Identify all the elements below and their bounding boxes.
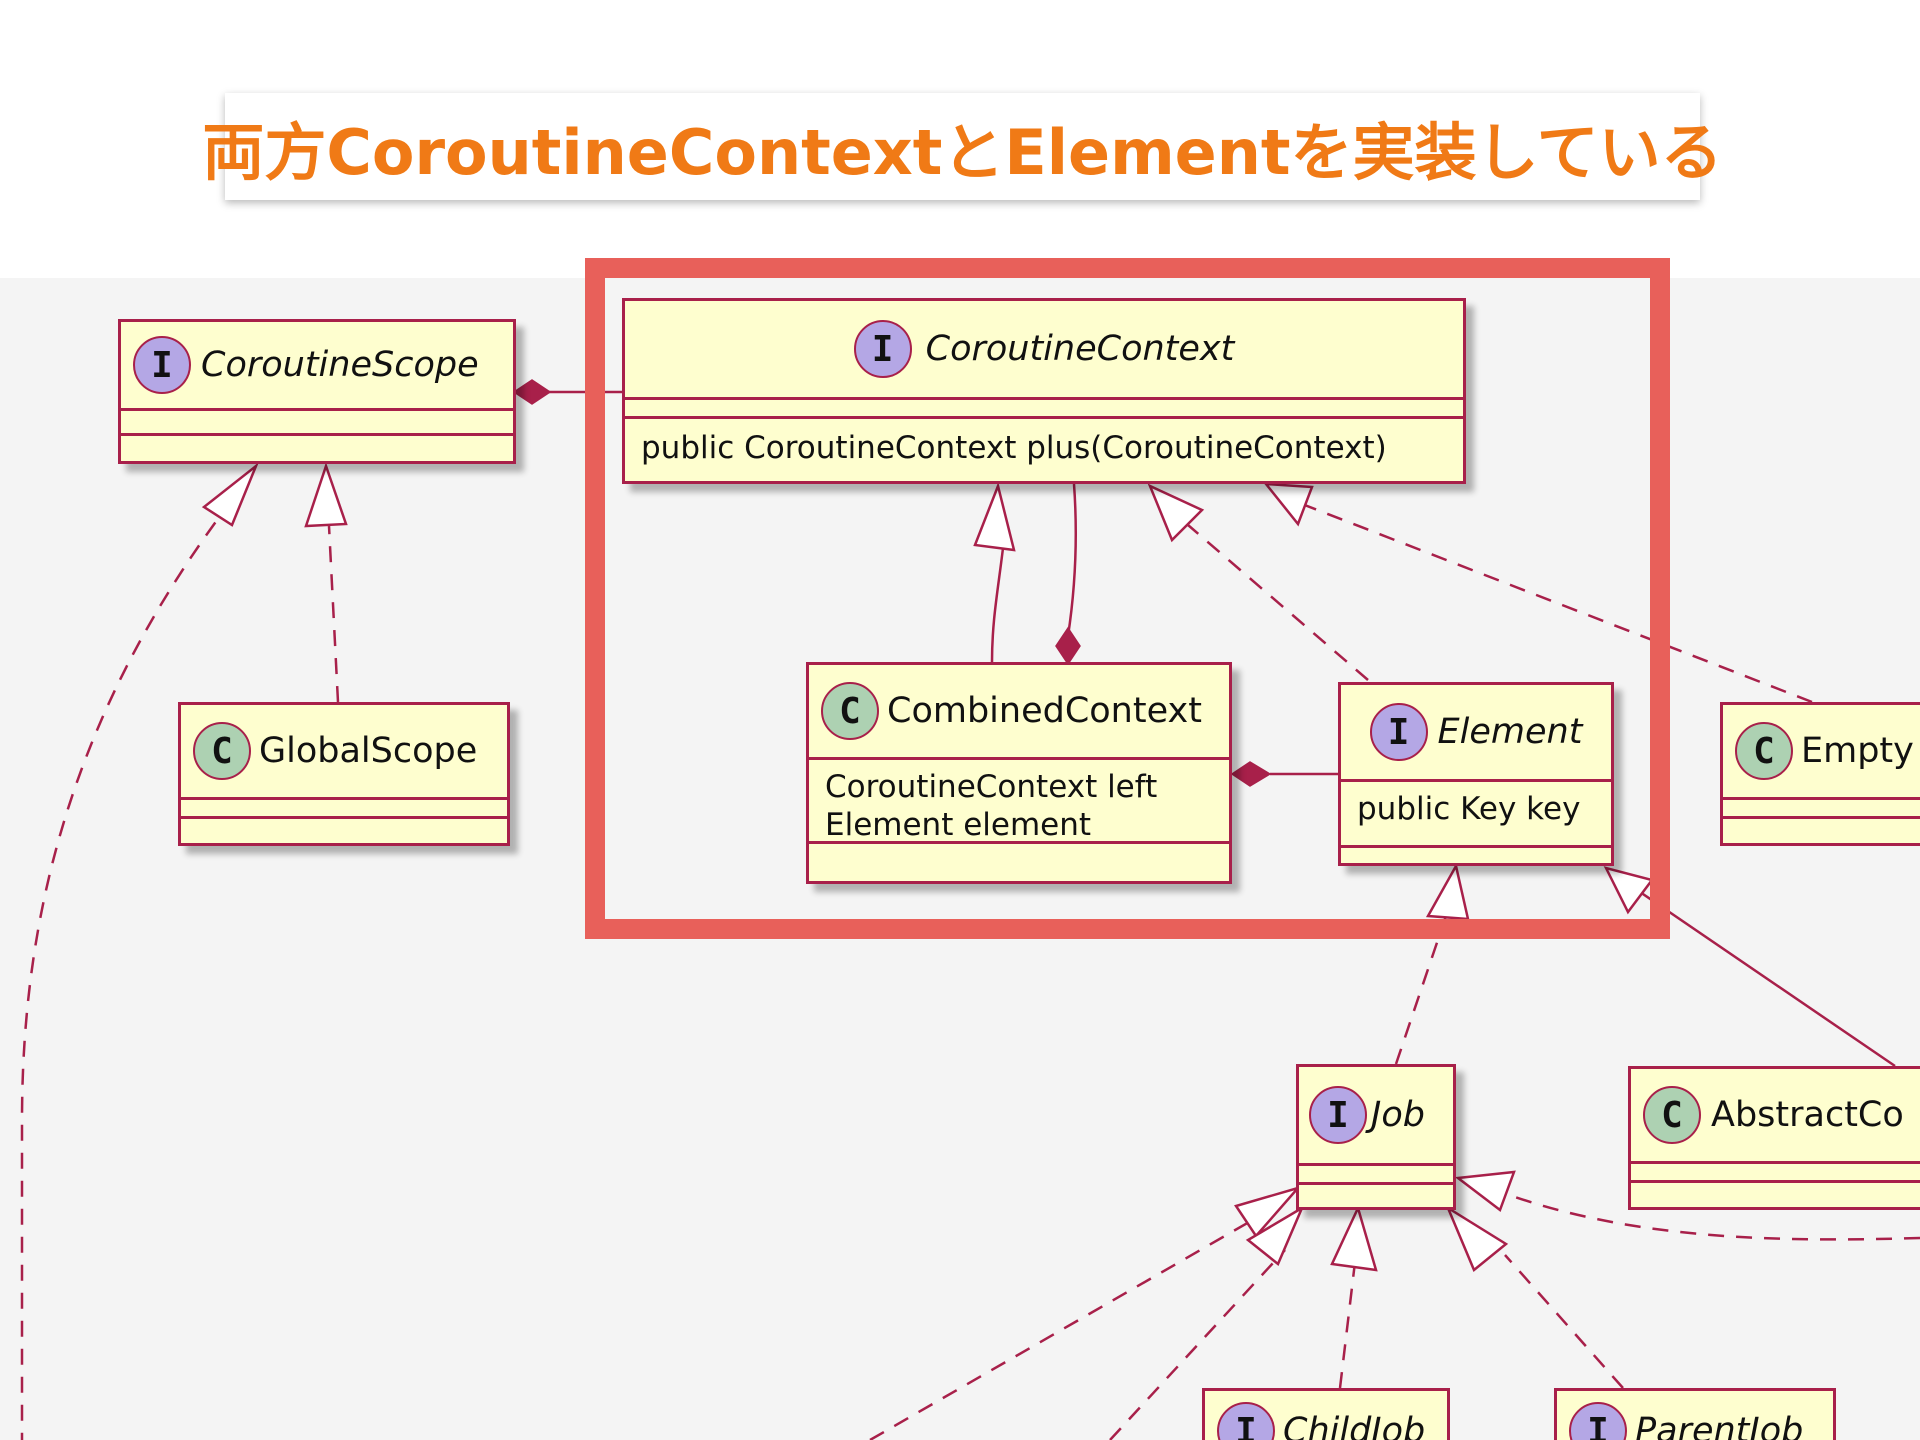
composition-context-combined xyxy=(1066,483,1078,637)
interface-badge-icon: I xyxy=(1309,1086,1367,1144)
interface-badge-icon: I xyxy=(1369,703,1428,761)
class-badge-icon: C xyxy=(1735,722,1793,780)
interface-badge-icon: I xyxy=(133,336,191,394)
method-plus: public CoroutineContext plus(CoroutineCo… xyxy=(641,430,1387,466)
class-abstract-co: C AbstractCo xyxy=(1628,1066,1920,1210)
class-name: ChildJob xyxy=(1283,1411,1426,1440)
generalization-combined-context xyxy=(990,547,1005,663)
class-name: CombinedContext xyxy=(887,691,1202,731)
arrowhead-combined-context xyxy=(973,481,1016,552)
class-badge-icon: C xyxy=(193,722,251,780)
class-name: AbstractCo xyxy=(1711,1095,1904,1135)
field-left: CoroutineContext left xyxy=(825,769,1158,805)
arrowhead-job-right xyxy=(1454,1170,1516,1213)
class-coroutine-scope: I CoroutineScope xyxy=(118,319,516,464)
realization-parentjob-job xyxy=(1504,1254,1624,1389)
interface-badge-icon: I xyxy=(1569,1402,1627,1440)
realization-empty-context xyxy=(1301,502,1813,704)
arrowhead-abstractco-element xyxy=(1603,866,1655,915)
class-name: ParentJob xyxy=(1635,1411,1804,1440)
highlight-frame xyxy=(585,258,1670,939)
slide-title: 両方CoroutineContextとElementを実装している xyxy=(202,93,1723,200)
interface-badge-icon: I xyxy=(853,320,912,378)
realization-job-bottomleft-1 xyxy=(869,1208,1271,1440)
arrowhead-element-context xyxy=(1147,483,1205,543)
arrowhead-job-bottomleft-1 xyxy=(1234,1185,1302,1239)
arrowhead-job-bottomleft-2 xyxy=(1245,1204,1305,1267)
realization-scope-left xyxy=(20,499,233,1440)
arrowhead-parentjob xyxy=(1445,1204,1509,1273)
arrowhead-globalscope xyxy=(304,462,348,528)
class-global-scope: C GlobalScope xyxy=(178,702,510,846)
realization-childjob-job xyxy=(1338,1261,1357,1389)
class-empty: C Empty xyxy=(1720,702,1920,846)
class-badge-icon: C xyxy=(821,682,879,740)
class-combined-context: C CombinedContext CoroutineContext left … xyxy=(806,662,1232,884)
class-badge-icon: C xyxy=(1643,1086,1701,1144)
class-parent-job: I ParentJob xyxy=(1554,1388,1836,1440)
interface-badge-icon: I xyxy=(1217,1402,1275,1440)
class-name: CoroutineContext xyxy=(925,329,1235,369)
field-key: public Key key xyxy=(1357,791,1581,827)
field-element: Element element xyxy=(825,807,1092,843)
class-job: I Job xyxy=(1296,1064,1456,1210)
class-name: CoroutineScope xyxy=(201,345,479,385)
class-coroutine-context: I CoroutineContext public CoroutineConte… xyxy=(622,298,1466,484)
arrowhead-empty-context xyxy=(1263,482,1314,527)
class-element: I Element public Key key xyxy=(1338,682,1614,866)
diamond-scope-context xyxy=(512,379,552,405)
arrowhead-scope-left xyxy=(201,462,259,527)
class-name: Empty xyxy=(1801,731,1914,771)
class-name: Element xyxy=(1437,712,1583,752)
diamond-combined-element xyxy=(1230,761,1272,787)
class-name: GlobalScope xyxy=(259,731,478,771)
arrowhead-job-element xyxy=(1425,862,1470,921)
realization-globalscope-scope xyxy=(327,525,340,703)
class-child-job: I ChildJob xyxy=(1202,1388,1450,1440)
generalization-abstractco-element xyxy=(1639,890,1896,1068)
realization-job-right xyxy=(1511,1194,1920,1241)
realization-job-bottomleft-2 xyxy=(1109,1249,1286,1440)
arrowhead-childjob xyxy=(1330,1204,1378,1272)
class-name: Job xyxy=(1371,1095,1425,1135)
realization-element-context xyxy=(1187,524,1369,681)
